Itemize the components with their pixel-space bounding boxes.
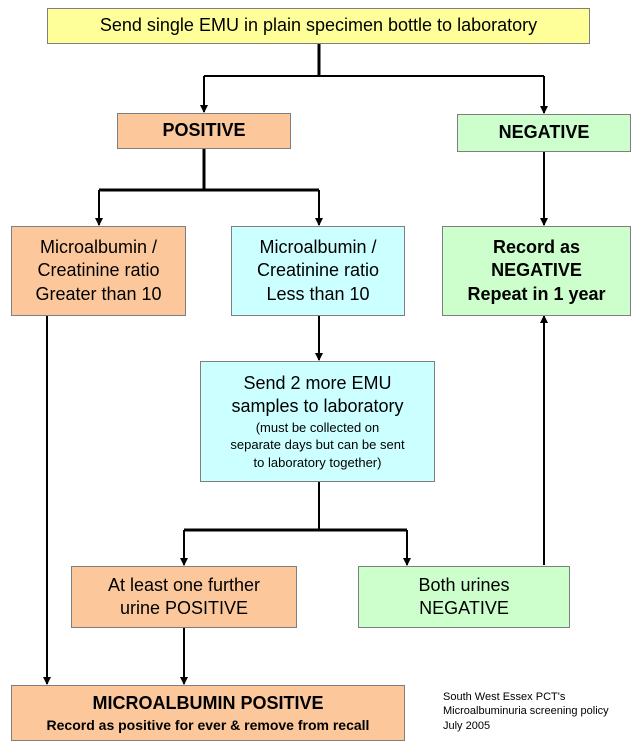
footnote-line-3: July 2005 (443, 719, 491, 732)
ratio-high-line-2: Creatinine ratio (37, 260, 160, 281)
ratio-high-line-1: Microalbumin / (39, 236, 158, 257)
record-negative-box: Record as NEGATIVE Repeat in 1 year (442, 226, 631, 316)
start-box: Send single EMU in plain specimen bottle… (47, 8, 590, 44)
both-negative-line-1: Both urines (418, 574, 510, 595)
final-subtitle: Record as positive for ever & remove fro… (46, 716, 370, 733)
send-more-note-2: separate days but can be sent (230, 437, 405, 453)
positive-label: POSITIVE (162, 120, 246, 141)
both-negative-box: Both urines NEGATIVE (358, 566, 570, 628)
both-negative-line-2: NEGATIVE (419, 598, 509, 618)
final-box: MICROALBUMIN POSITIVE Record as positive… (11, 685, 405, 741)
further-positive-line-2: urine POSITIVE (119, 598, 249, 618)
ratio-low-box: Microalbumin / Creatinine ratio Less tha… (231, 226, 405, 316)
further-positive-box: At least one further urine POSITIVE (71, 566, 297, 628)
final-title: MICROALBUMIN POSITIVE (92, 693, 324, 714)
footnote-line-1: South West Essex PCT's (443, 691, 566, 703)
send-more-note-3: to laboratory together) (253, 454, 382, 470)
record-negative-line-3: Repeat in 1 year (467, 283, 606, 304)
negative-label: NEGATIVE (498, 122, 590, 143)
send-more-note-1: (must be collected on (255, 419, 380, 435)
ratio-low-line-2: Creatinine ratio (256, 260, 380, 281)
ratio-high-line-3: Greater than 10 (35, 283, 162, 304)
footnote-line-2: Microalbuminuria screening policy (443, 705, 609, 718)
positive-box: POSITIVE (117, 113, 291, 149)
send-more-box: Send 2 more EMU samples to laboratory (m… (200, 361, 435, 482)
negative-box: NEGATIVE (457, 114, 631, 152)
record-negative-line-2: NEGATIVE (491, 260, 582, 281)
further-positive-line-1: At least one further (107, 574, 261, 595)
ratio-low-line-1: Microalbumin / (259, 236, 377, 257)
send-more-title-1: Send 2 more EMU (243, 372, 392, 393)
start-text: Send single EMU in plain specimen bottle… (99, 15, 538, 36)
ratio-high-box: Microalbumin / Creatinine ratio Greater … (11, 226, 186, 316)
send-more-title-2: samples to laboratory (231, 396, 404, 417)
policy-footnote: South West Essex PCT's Microalbuminuria … (443, 690, 609, 733)
record-negative-line-1: Record as (492, 236, 581, 257)
ratio-low-line-3: Less than 10 (266, 283, 370, 304)
